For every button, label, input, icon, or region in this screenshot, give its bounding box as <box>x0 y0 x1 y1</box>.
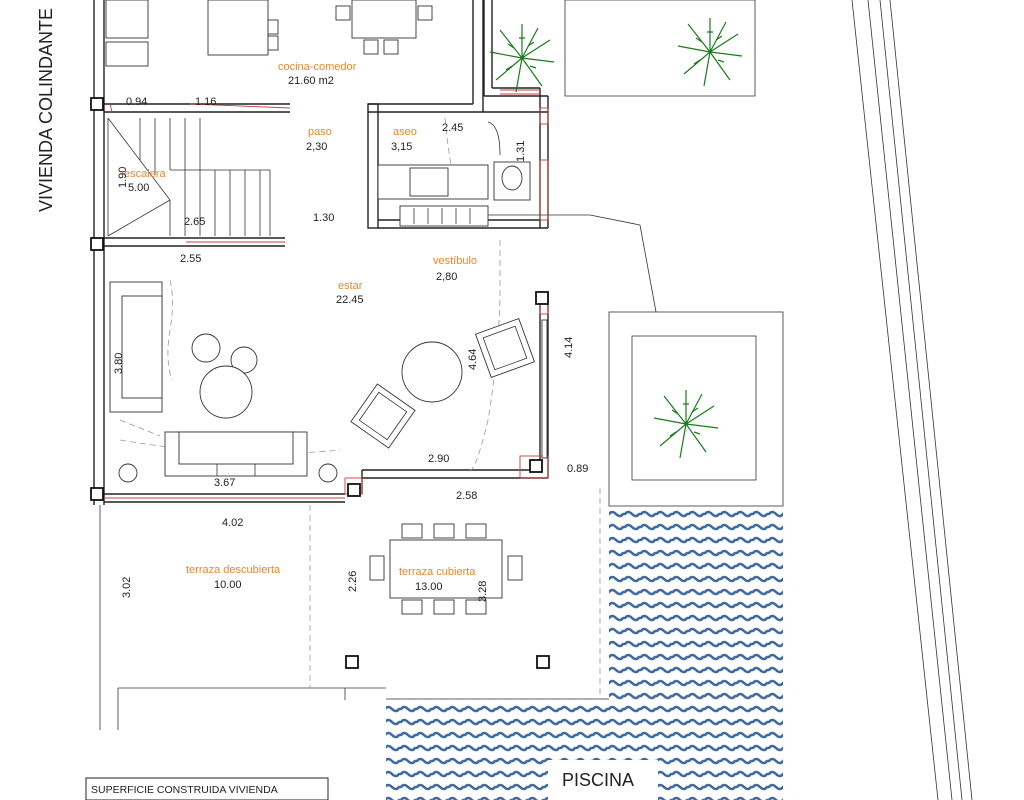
room-area-terraza-cubierta: 13.00 <box>415 581 443 593</box>
dimension-4-64: 4.64 <box>467 349 479 370</box>
room-area-paso: 2,30 <box>306 141 327 153</box>
pool <box>386 506 783 800</box>
wall-accents <box>104 89 549 499</box>
dimension-3-02: 3.02 <box>121 577 133 598</box>
room-name-terraza-cubierta: terraza cubierta <box>399 566 476 578</box>
room-name-cocina: cocina-comedor <box>278 61 357 73</box>
stairs <box>107 117 271 237</box>
terrace-dining <box>369 523 523 615</box>
dimension-2-55: 2.55 <box>180 253 201 265</box>
room-area-estar: 22.45 <box>336 294 364 306</box>
palm-tree-1 <box>489 24 555 93</box>
dimension-0-94: 0.94 <box>126 96 147 108</box>
dimension-0-89: 0.89 <box>567 463 588 475</box>
room-name-estar: estar <box>338 280 363 292</box>
area-table-frame <box>85 777 329 800</box>
dimension-3-80: 3.80 <box>113 353 125 374</box>
dimension-1-31: 1.31 <box>515 141 527 162</box>
palm-tree-3 <box>653 390 719 459</box>
dimension-1-90: 1.90 <box>117 167 129 188</box>
bathroom-fixtures <box>377 121 531 227</box>
dimension-2-90: 2.90 <box>428 453 449 465</box>
pool-label: PISCINA <box>562 770 634 790</box>
dimension-4-14: 4.14 <box>563 337 575 358</box>
dimension-3-28: 3.28 <box>477 581 489 602</box>
room-name-aseo: aseo <box>393 126 417 138</box>
dimension-1-30: 1.30 <box>313 212 334 224</box>
dimension-1-16: 1.16 <box>195 96 216 108</box>
pillars <box>90 97 550 669</box>
dimension-2-45: 2.45 <box>442 122 463 134</box>
room-name-paso: paso <box>308 126 332 138</box>
living-furniture <box>109 281 548 483</box>
dimension-3-67: 3.67 <box>214 477 235 489</box>
palm-tree-2 <box>677 18 743 87</box>
room-area-terraza-descubierta: 10.00 <box>214 579 242 591</box>
kitchen-furniture <box>105 0 433 67</box>
room-area-aseo: 3,15 <box>391 141 412 153</box>
room-name-escalera: escalera <box>124 168 166 180</box>
dimension-2-58: 2.58 <box>456 490 477 502</box>
room-area-vestibulo: 2,80 <box>436 271 457 283</box>
area-table-header: SUPERFICIE CONSTRUIDA VIVIENDA <box>91 784 278 796</box>
neighbor-label: VIVIENDA COLINDANTE <box>36 8 56 212</box>
room-name-terraza-descubierta: terraza descubierta <box>186 564 281 576</box>
room-area-escalera: 5.00 <box>128 182 149 194</box>
room-name-vestibulo: vestíbulo <box>433 255 477 267</box>
dimension-2-26: 2.26 <box>347 571 359 592</box>
dimension-2-65: 2.65 <box>184 216 205 228</box>
dimension-4-02: 4.02 <box>222 517 243 529</box>
room-area-cocina: 21.60 m2 <box>288 75 334 87</box>
